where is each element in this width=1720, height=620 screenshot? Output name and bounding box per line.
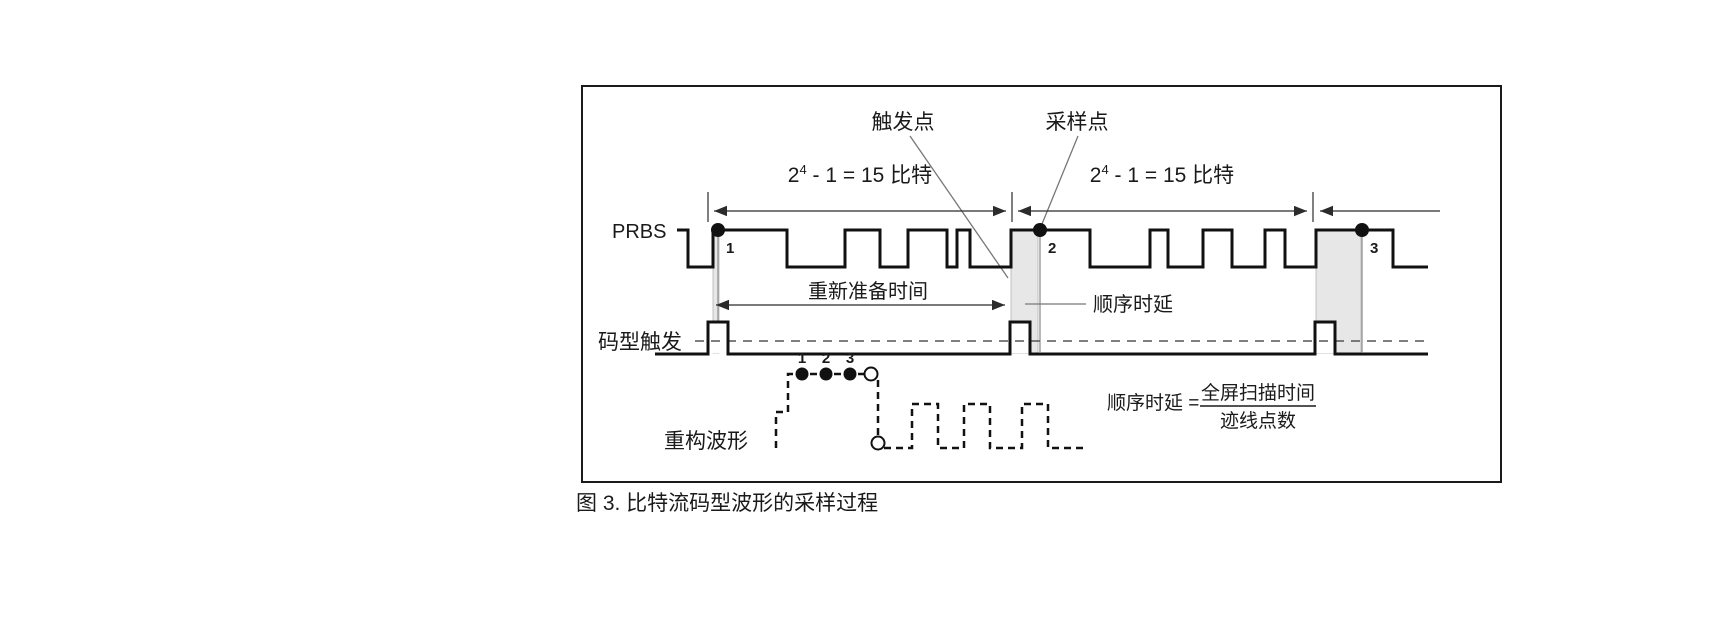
trigger-point-label: 触发点 — [872, 111, 935, 134]
recon-open-circle-2 — [870, 435, 886, 451]
sample-dot-number-2: 2 — [1048, 240, 1056, 257]
sequence-delay-formula: 顺序时延 = 全屏扫描时间 迹线点数 — [1107, 382, 1316, 432]
recon-number-2: 2 — [822, 350, 830, 367]
recon-number-1: 1 — [798, 350, 806, 367]
recon-number-3: 3 — [846, 350, 854, 367]
figure-caption: 图 3. 比特流码型波形的采样过程 — [576, 492, 878, 515]
reconstructed-waveform: 1 2 3 — [774, 350, 1088, 451]
recon-rise-segment — [774, 372, 866, 448]
trigger-pulse-interior-1 — [709, 323, 727, 353]
dimension-ticks — [707, 192, 1314, 222]
trigger-pulse-interior-2 — [1011, 323, 1029, 353]
formula-numerator: 全屏扫描时间 — [1201, 382, 1315, 404]
pattern-trigger-waveform — [655, 320, 1428, 356]
sample-point-label: 采样点 — [1046, 111, 1109, 134]
figure-frame — [581, 85, 1502, 483]
prbs-label: PRBS — [612, 221, 666, 243]
sample-dot-1 — [711, 223, 725, 237]
sample-dot-2 — [1033, 223, 1047, 237]
sample-dot-number-1: 1 — [726, 240, 734, 257]
rearm-time-label: 重新准备时间 — [808, 280, 928, 303]
sample-points: 1 2 3 — [711, 223, 1378, 257]
sequence-delay-bands — [709, 230, 1363, 354]
sample-dot-number-3: 3 — [1370, 240, 1378, 257]
recon-dot-2 — [819, 367, 833, 381]
recon-dot-3 — [843, 367, 857, 381]
prbs-waveform — [677, 228, 1428, 269]
formula-lhs: 顺序时延 = — [1107, 392, 1199, 414]
trigger-pulse-interior-3 — [1316, 323, 1334, 353]
sequence-delay-label: 顺序时延 — [1093, 293, 1173, 316]
bit-span-label-2: 24 - 1 = 15 比特 — [1090, 162, 1234, 187]
reconstructed-waveform-label: 重构波形 — [664, 430, 748, 453]
sample-dot-3 — [1355, 223, 1369, 237]
recon-tail-segment — [884, 402, 1088, 450]
formula-denominator: 迹线点数 — [1220, 410, 1296, 432]
recon-open-circle-1 — [863, 366, 879, 382]
pattern-trigger-label: 码型触发 — [598, 331, 682, 354]
recon-dot-1 — [795, 367, 809, 381]
bit-span-label-1: 24 - 1 = 15 比特 — [788, 162, 932, 187]
